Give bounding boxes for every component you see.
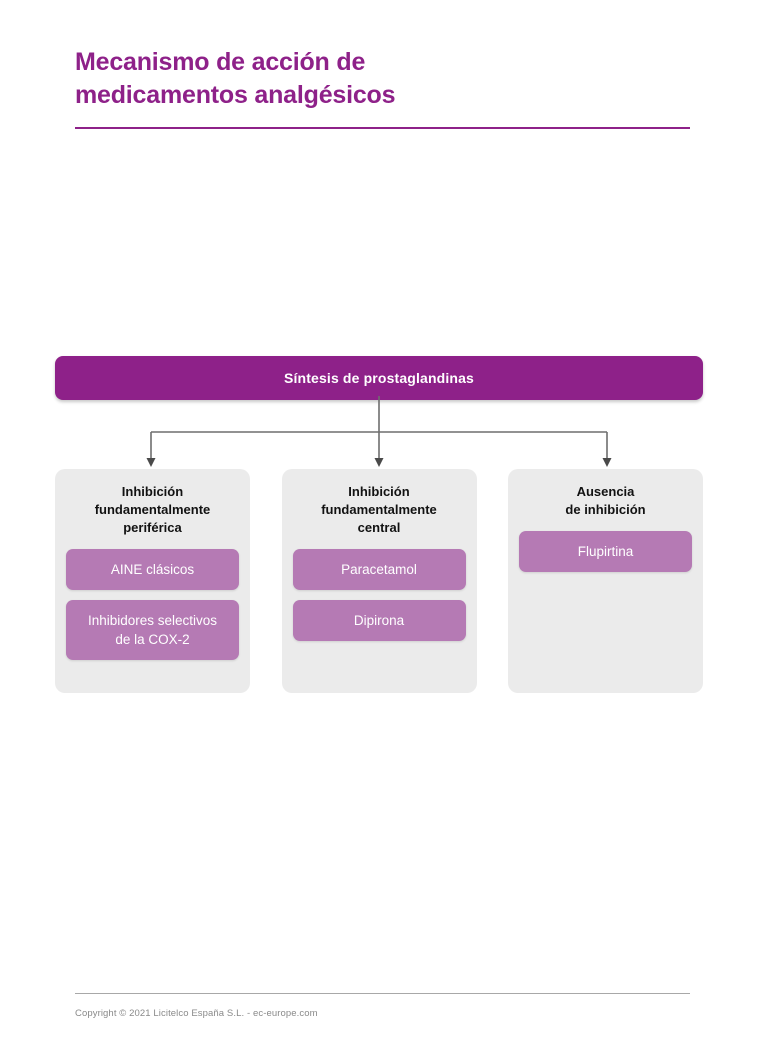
connector-lines	[146, 396, 612, 467]
root-node-prostaglandin-synthesis[interactable]: Síntesis de prostaglandinas	[55, 356, 703, 400]
drug-pill-paracetamol[interactable]: Paracetamol	[292, 549, 466, 590]
root-node-label: Síntesis de prostaglandinas	[284, 370, 474, 386]
branch-card-central[interactable]: Inhibición fundamentalmente central Para…	[281, 469, 477, 693]
branch-heading: Inhibición fundamentalmente periférica	[94, 484, 211, 535]
branch-heading: Ausencia de inhibición	[565, 484, 646, 517]
page-title: Mecanismo de acción de medicamentos anal…	[75, 48, 396, 109]
branch-heading: Inhibición fundamentalmente central	[321, 484, 437, 535]
title-divider	[75, 127, 690, 129]
drug-pill-aine-clasicos[interactable]: AINE clásicos	[66, 549, 239, 590]
footer-copyright: Copyright © 2021 Licitelco España S.L. -…	[75, 1008, 318, 1019]
page-header: Mecanismo de acción de medicamentos anal…	[75, 46, 690, 112]
drug-pill-flupirtina[interactable]: Flupirtina	[519, 531, 692, 572]
drug-pill-inhibidores-cox2[interactable]: Inhibidores selectivos de la COX-2	[66, 600, 239, 660]
footer-divider	[75, 993, 690, 994]
branch-card-peripheral[interactable]: Inhibición fundamentalmente periférica A…	[55, 469, 250, 693]
arrowhead-right	[602, 458, 612, 467]
drug-pill-dipirona[interactable]: Dipirona	[292, 600, 466, 641]
branch-columns: Inhibición fundamentalmente periférica A…	[55, 469, 703, 693]
arrowhead-center	[374, 458, 384, 467]
arrowhead-left	[146, 458, 156, 467]
branch-card-no-inhibition[interactable]: Ausencia de inhibición Flupirtina	[508, 469, 703, 693]
